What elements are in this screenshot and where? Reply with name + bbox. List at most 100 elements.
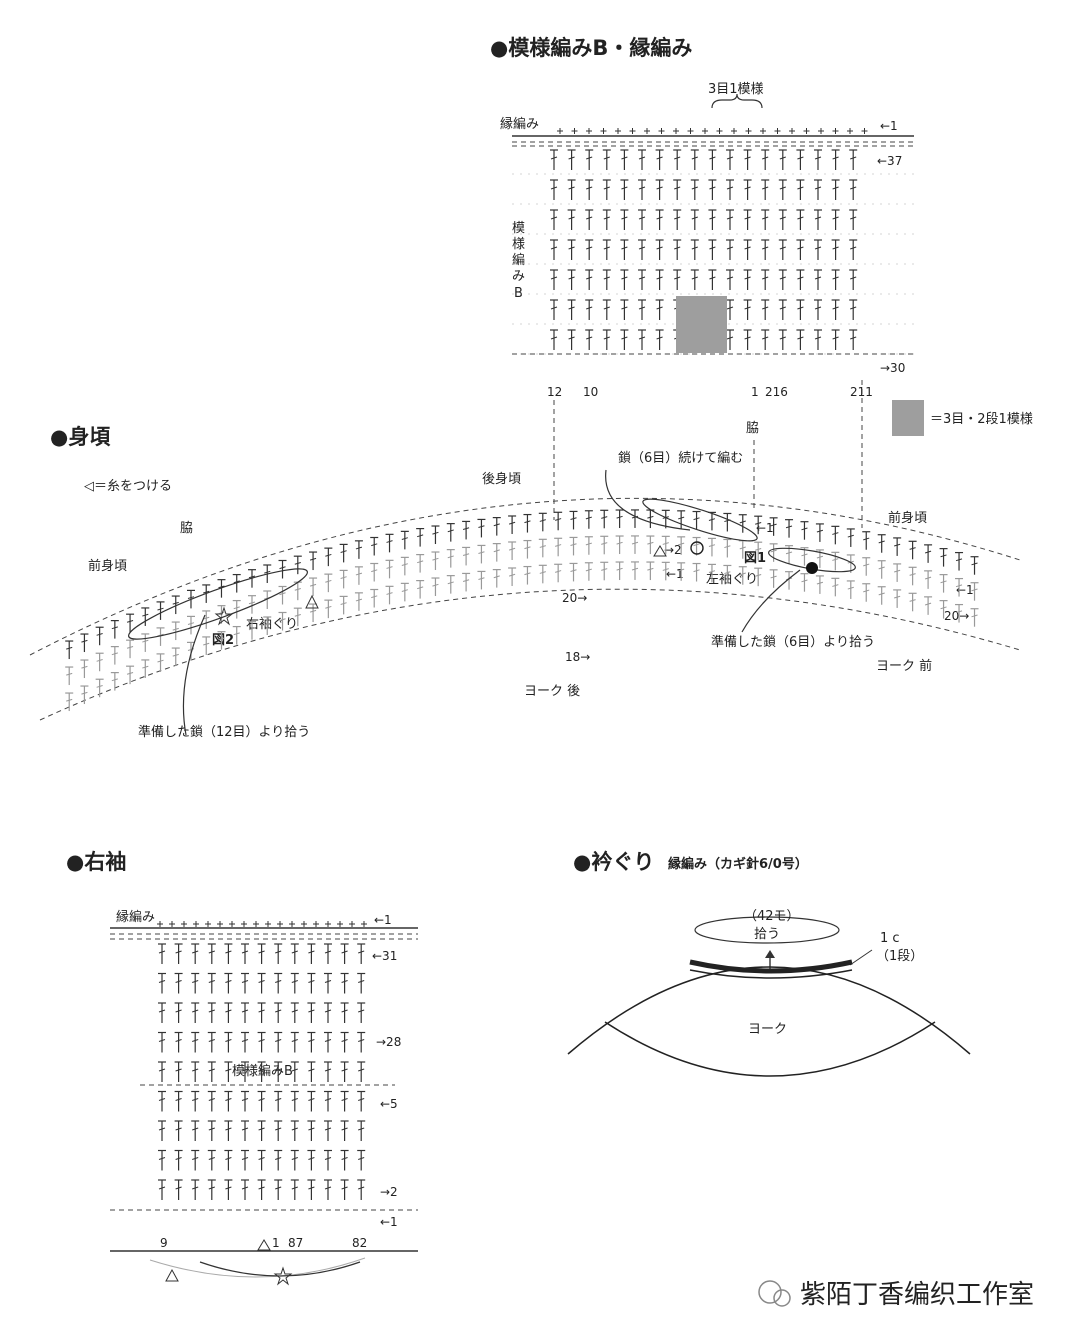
svg-text:編: 編 — [512, 252, 525, 268]
pickup-arrow-head — [765, 950, 775, 958]
watermark-text: 紫陌丁香编织工作室 — [800, 1280, 1034, 1310]
waki-label-top: 脇 — [746, 421, 759, 436]
svg-text:82: 82 — [352, 1236, 367, 1250]
right-armhole-label: 右袖ぐり — [246, 617, 298, 632]
right-armhole-chain — [128, 568, 308, 640]
rows-c-label: 1 c — [880, 931, 900, 946]
edge-stitch-row — [557, 128, 868, 134]
pickup-oval — [694, 916, 840, 944]
neck-subtitle: 縁編み（カギ針6/0号） — [668, 856, 808, 872]
svg-text:9: 9 — [160, 1236, 168, 1250]
sleeve-stitch-numbers: 9 1 87 82 — [160, 1236, 367, 1250]
sleeve-underarm-arc — [199, 1261, 361, 1277]
neck-title: ●衿ぐり — [573, 850, 654, 874]
yoke-front-label: ヨーク 前 — [876, 658, 932, 674]
chain-continue-label: 鎖（6目）続けて編む — [618, 450, 743, 466]
body-inner-arc — [39, 588, 1021, 721]
svg-text:模: 模 — [512, 221, 525, 236]
svg-text:み: み — [512, 269, 525, 284]
yarn-legend: ◁＝糸をつける — [84, 479, 172, 494]
pickup-6-label: 準備した鎖（6目）より拾う — [711, 634, 875, 650]
back-body-label: 後身頃 — [482, 471, 521, 487]
triangle-marker-left — [653, 545, 667, 557]
pattern-b-grid — [512, 149, 914, 355]
row-37-marker: ←37 — [877, 154, 902, 168]
svg-text:→2: →2 — [380, 1185, 398, 1199]
pickup-label: 拾う — [754, 927, 780, 942]
svg-text:87: 87 — [288, 1236, 303, 1250]
svg-text:10: 10 — [583, 385, 598, 399]
pickup-12-leader — [182, 614, 206, 736]
fig2-label: 図2 — [212, 633, 234, 648]
pickup-6-leader — [741, 569, 801, 633]
sleeve-stitch-grid — [158, 943, 366, 1200]
stitch-numbers: 12 10 1 216 211 — [547, 385, 873, 399]
legend-swatch — [892, 400, 924, 436]
svg-text:←1: ←1 — [756, 521, 774, 535]
svg-text:←1: ←1 — [956, 583, 974, 597]
front-body-left-label: 前身頃 — [88, 558, 127, 574]
left-armhole-label: 左袖ぐり — [706, 572, 758, 587]
edge-label: 縁編み — [500, 116, 539, 132]
sleeve-row-markers: ←1 ←31 →28 ←5 →2 ←1 — [372, 913, 401, 1229]
yoke-outer-curve — [567, 966, 971, 1055]
left-armhole-chain — [642, 498, 758, 542]
pattern-b-section: ●模様編みB・縁編み 3目1模様 縁編み ←1 ←37 →30 模 様 編 み … — [490, 36, 1033, 528]
wechat-icon — [758, 1280, 782, 1304]
svg-text:→28: →28 — [376, 1035, 401, 1049]
yoke-inner-curve — [604, 1021, 936, 1077]
svg-text:B: B — [514, 286, 523, 301]
neck-band — [689, 959, 853, 974]
svg-text:18→: 18→ — [565, 650, 590, 664]
svg-text:→2: →2 — [664, 543, 682, 557]
rows-dan-label: （1段） — [876, 949, 923, 964]
svg-text:20→: 20→ — [562, 591, 587, 605]
svg-text:←5: ←5 — [380, 1097, 398, 1111]
row-30-marker: →30 — [880, 361, 905, 375]
svg-text:←1: ←1 — [374, 913, 392, 927]
svg-text:←31: ←31 — [372, 949, 397, 963]
sleeve-triangle-top — [257, 1239, 271, 1251]
chain-continue-leader — [605, 469, 691, 531]
svg-text:12: 12 — [547, 385, 562, 399]
pattern-b-title: ●模様編みB・縁編み — [490, 36, 692, 60]
waki-label-left: 脇 — [180, 521, 193, 536]
svg-text:様: 様 — [512, 237, 525, 252]
pickup-count: （42モ） — [744, 909, 800, 924]
filled-circle-marker — [806, 562, 818, 574]
body-stitch-arc — [65, 509, 979, 712]
fig1-label: 図1 — [744, 551, 766, 566]
yoke-back-label: ヨーク 後 — [524, 684, 580, 699]
yoke-label: ヨーク — [748, 1022, 787, 1037]
neck-band-inner — [689, 969, 853, 979]
open-circle-marker — [690, 541, 704, 555]
sleeve-edge-label: 縁編み — [116, 909, 155, 925]
rows-leader — [849, 949, 873, 966]
svg-text:1: 1 — [272, 1236, 280, 1250]
star-marker — [214, 606, 234, 626]
triangle-marker-right — [305, 594, 319, 609]
row-top-marker: ←1 — [880, 119, 898, 133]
pickup-12-label: 準備した鎖（12目）より拾う — [138, 724, 310, 740]
sleeve-edge-stitches — [157, 921, 367, 927]
svg-text:211: 211 — [850, 385, 873, 399]
watermark: 紫陌丁香编织工作室 — [758, 1280, 1034, 1310]
sleeve-section: ●右袖 縁編み 模様編みB ←1 ←31 →28 ←5 →2 ←1 9 1 87… — [66, 850, 418, 1286]
svg-text:1: 1 — [751, 385, 759, 399]
repeat-label: 3目1模様 — [708, 82, 764, 97]
svg-text:216: 216 — [765, 385, 788, 399]
vertical-label: 模 様 編 み B — [512, 221, 525, 301]
sleeve-pattern-label: 模様編みB — [232, 1063, 293, 1079]
sleeve-title: ●右袖 — [66, 850, 126, 874]
front-body-right-label: 前身頃 — [888, 510, 927, 526]
svg-text:20→: 20→ — [944, 609, 969, 623]
body-section: ●身頃 ◁＝糸をつける 脇 脇 後身頃 前身頃 前身頃 鎖（6目）続けて編む 図… — [29, 421, 1021, 740]
wechat-icon-inner — [773, 1289, 791, 1307]
legend-text: ＝3目・2段1模様 — [930, 412, 1033, 427]
sleeve-underarm-chain — [149, 1257, 366, 1278]
sleeve-star-marker — [273, 1266, 293, 1286]
repeat-brace — [711, 93, 763, 109]
highlight-repeat — [676, 296, 727, 353]
body-title: ●身頃 — [50, 425, 111, 449]
